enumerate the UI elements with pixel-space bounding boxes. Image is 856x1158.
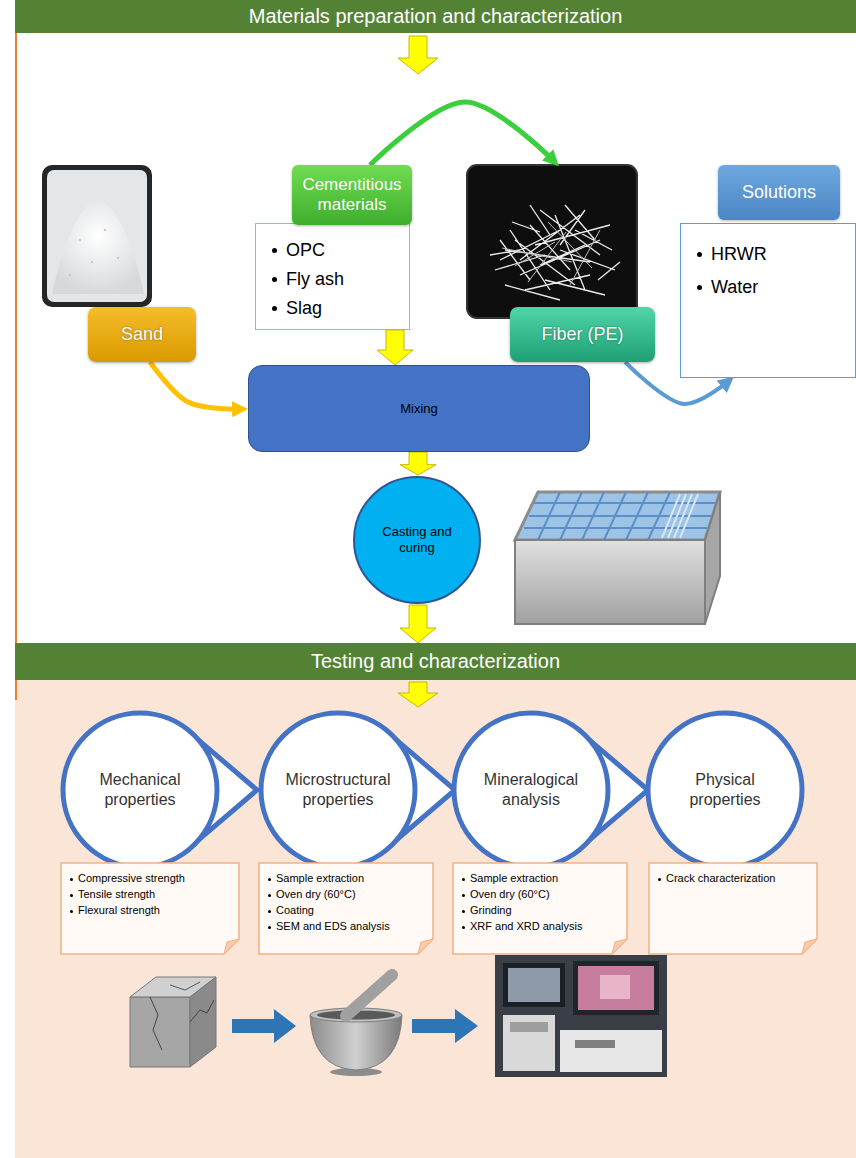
list-item: HRWR (711, 244, 851, 266)
category-box: HRWR Water Solutions (680, 165, 856, 378)
list-item: Sample extraction (470, 872, 618, 885)
stage-label: Physical properties (661, 770, 789, 810)
bullet-dot (268, 878, 271, 881)
list-item: Oven dry (60°C) (470, 888, 618, 901)
process-arrow (232, 1009, 296, 1043)
process-label: Casting and curing (367, 524, 467, 557)
list-item: Crack characterization (666, 872, 808, 885)
bullet-dot (697, 285, 702, 290)
list-item: Water (711, 277, 851, 299)
process-circle: Casting and curing (352, 475, 482, 605)
mortar-pestle (310, 975, 402, 1076)
bullet-dot (658, 878, 661, 881)
callout-box: Sample extractionOven dry (60°C) CoatingS… (258, 862, 434, 955)
flow-arrow (398, 682, 438, 707)
callout-box: Compressive strengthTensile strengthFlex… (60, 862, 240, 955)
stage-label: Mineralogical analysis (467, 770, 595, 810)
photo-label: Sand (94, 324, 190, 345)
bullet-dot (462, 926, 465, 929)
bullet-dot (70, 878, 73, 881)
photo-card: Fiber (PE) (467, 165, 655, 362)
process-arrow (412, 1009, 478, 1043)
list-item: XRF and XRD analysis (470, 920, 618, 933)
flow-arrow (400, 452, 436, 475)
process-label: Mixing (259, 401, 579, 416)
tab-heading: Cementitious materials (298, 175, 406, 214)
testing-panel (15, 680, 856, 1158)
category-box: OPC Fly ashSlag Cementitious materials (255, 165, 412, 330)
list-item: Compressive strength (78, 872, 230, 885)
process-box: Mixing (248, 365, 590, 452)
list-item: Tensile strength (78, 888, 230, 901)
sem-photo (495, 955, 667, 1077)
list-item: SEM and EDS analysis (276, 920, 424, 933)
section-heading: Materials preparation and characterizati… (15, 5, 856, 28)
callout-box: Sample extractionOven dry (60°C) Grinding… (452, 862, 628, 955)
bullet-dot (272, 248, 277, 253)
bullet-dot (272, 306, 277, 311)
chevron-circle (60, 710, 270, 870)
list-panel: HRWR Water (680, 223, 856, 378)
stage-circle: Mineralogical analysis (451, 710, 611, 870)
bullet-dot (272, 277, 277, 282)
section-band: Materials preparation and characterizati… (15, 0, 856, 33)
stage-label: Microstructural properties (274, 770, 402, 810)
fiber-photo (467, 165, 637, 318)
bullet-dot (462, 910, 465, 913)
stage-circle: Mechanical properties (60, 710, 220, 870)
list-item: Slag (286, 298, 405, 320)
cube-specimen (130, 977, 216, 1067)
list-item: Sample extraction (276, 872, 424, 885)
chevron-circle (645, 710, 855, 870)
flow-arrow (398, 36, 438, 74)
section-band: Testing and characterization (15, 643, 856, 680)
curved-arrow (150, 362, 240, 409)
bullet-dot (70, 894, 73, 897)
list-item: Fly ash (286, 269, 405, 291)
bullet-dot (268, 926, 271, 929)
list-item: Flexural strength (78, 904, 230, 917)
label-box: Fiber (PE) (510, 307, 655, 362)
photo-card: Sand (42, 165, 196, 362)
callout-box: Crack characterization (648, 862, 818, 955)
label-box: Sand (88, 307, 196, 362)
callout-body: Sample extractionOven dry (60°C) CoatingS… (258, 862, 434, 955)
callout-body: Compressive strengthTensile strengthFlex… (60, 862, 240, 955)
list-item: Grinding (470, 904, 618, 917)
curing-tank (515, 492, 720, 624)
bullet-dot (268, 910, 271, 913)
bullet-dot (70, 910, 73, 913)
bullet-dot (462, 894, 465, 897)
bullet-dot (697, 252, 702, 257)
section-rule (15, 0, 17, 700)
list-item: Oven dry (60°C) (276, 888, 424, 901)
stage-circle: Physical properties (645, 710, 805, 870)
list-item: OPC (286, 240, 405, 262)
curved-arrow (370, 102, 553, 165)
tab-header: Solutions (718, 165, 840, 220)
photo-label: Fiber (PE) (516, 324, 649, 345)
flow-arrow (377, 330, 413, 365)
flow-arrow (400, 605, 436, 643)
list-item: Coating (276, 904, 424, 917)
tab-header: Cementitious materials (292, 165, 412, 225)
sand-photo (42, 165, 152, 307)
callout-body: Sample extractionOven dry (60°C) Grinding… (452, 862, 628, 955)
chevron-circle (258, 710, 468, 870)
bullet-dot (268, 894, 271, 897)
section-heading: Testing and characterization (15, 650, 856, 673)
list-panel: OPC Fly ashSlag (255, 223, 410, 330)
stage-circle: Microstructural properties (258, 710, 418, 870)
tab-heading: Solutions (724, 182, 834, 203)
callout-body: Crack characterization (648, 862, 818, 955)
chevron-circle (451, 710, 661, 870)
bullet-dot (462, 878, 465, 881)
stage-label: Mechanical properties (76, 770, 204, 810)
